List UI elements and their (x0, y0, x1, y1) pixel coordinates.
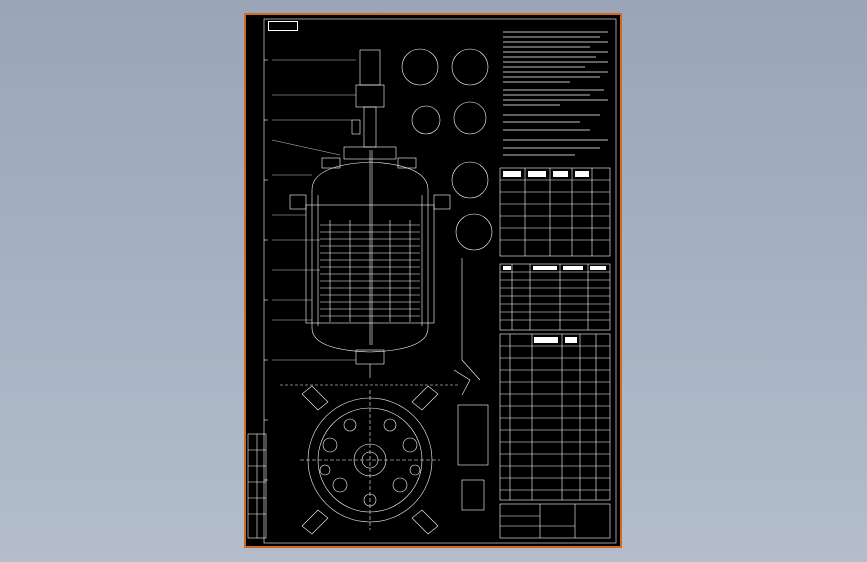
heating-coils (320, 220, 420, 322)
stamp-label (268, 21, 298, 31)
title-block-frame (499, 503, 611, 539)
motor (359, 49, 381, 86)
parts-list (499, 333, 611, 501)
revision-table (247, 433, 267, 539)
nozzle-table (499, 263, 611, 331)
plan-view (300, 385, 440, 535)
drawing-sheet (244, 13, 622, 548)
spec-table (499, 167, 611, 257)
table-text-marks (503, 171, 606, 343)
inner-frame (263, 18, 617, 544)
zone-markers (264, 59, 268, 481)
technical-notes (503, 31, 608, 156)
reactor-assembly (271, 49, 460, 386)
leader-lines (271, 59, 356, 361)
detail-views (401, 48, 493, 511)
vessel-shell (311, 161, 429, 353)
